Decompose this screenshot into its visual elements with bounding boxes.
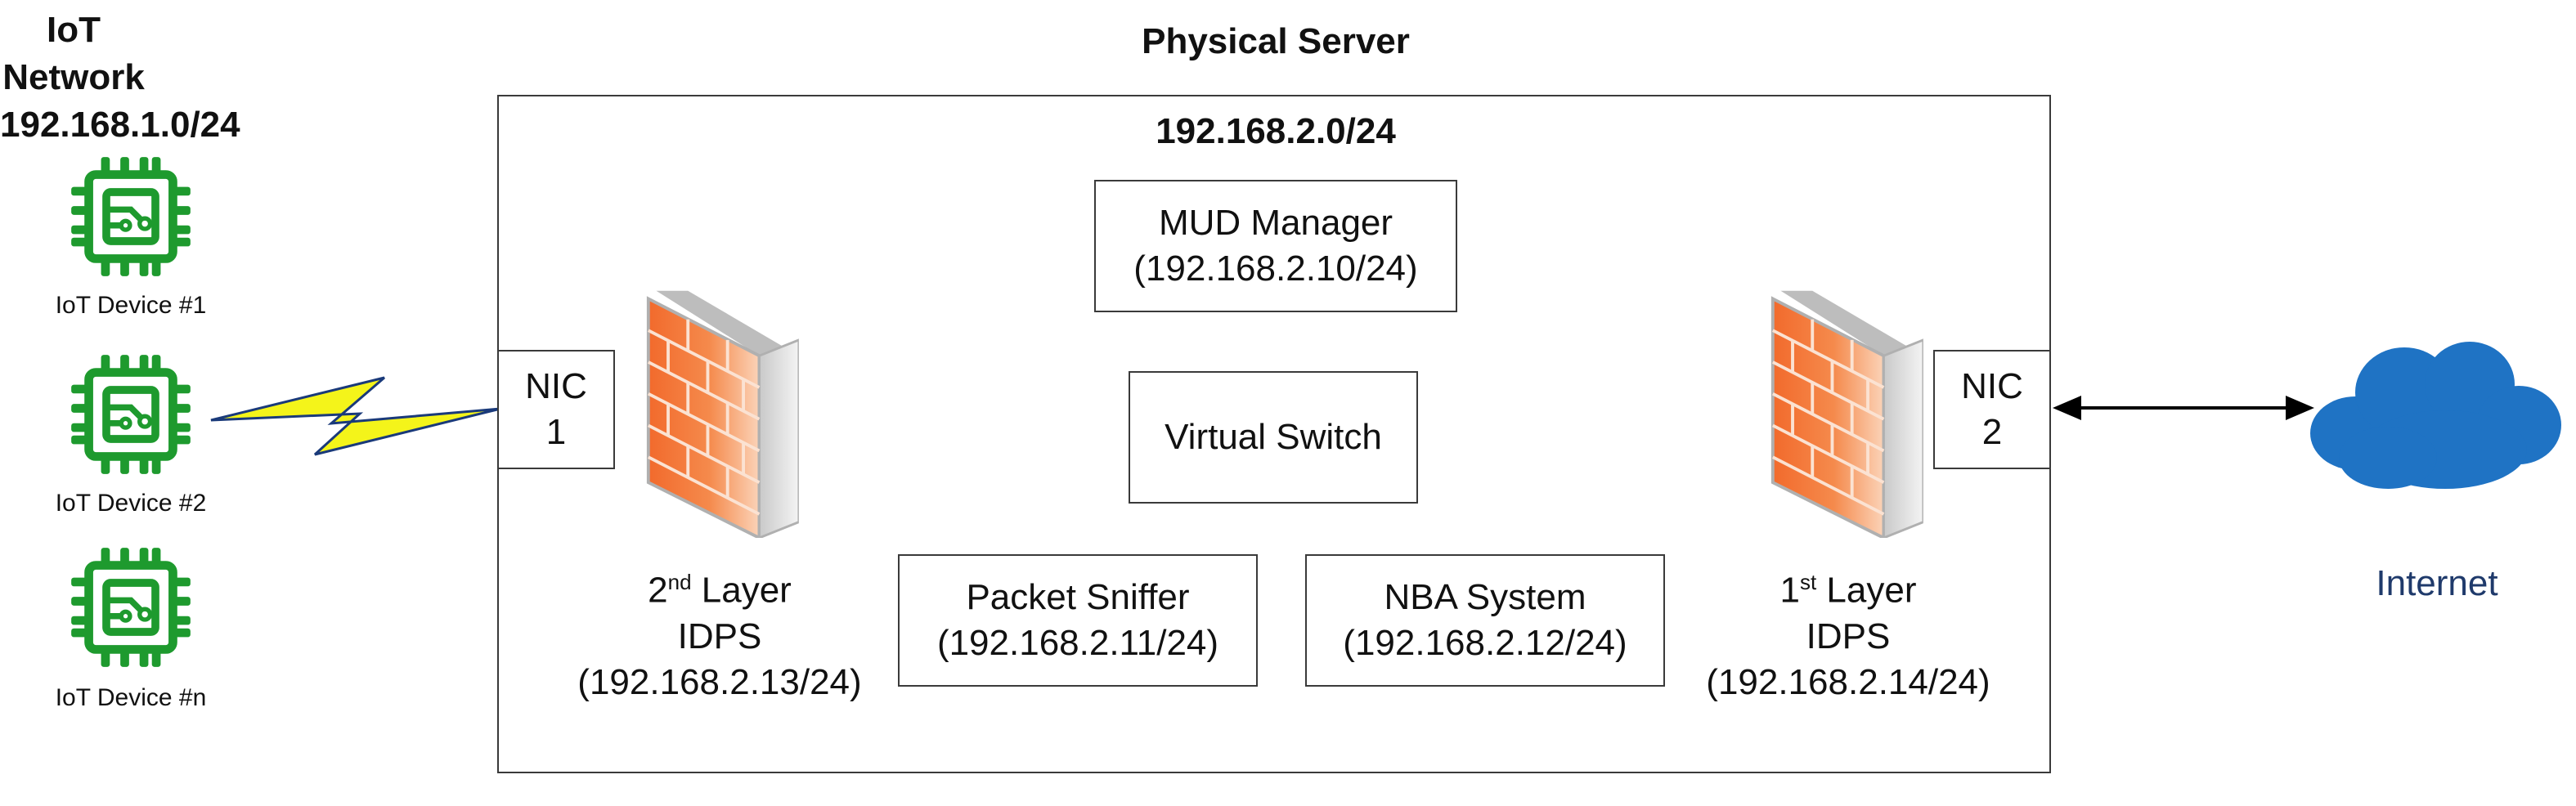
idps-2nd-layer-label: 2nd Layer IDPS (192.168.2.13/24) <box>540 559 900 705</box>
idps-2nd-name: IDPS <box>677 616 762 656</box>
idps-1st-layer-word: Layer <box>1816 570 1917 611</box>
virtual-switch-box: Virtual Switch <box>1129 371 1418 504</box>
idps-1st-ordinal: 1 <box>1779 570 1800 611</box>
idps-1st-layer-title: 1st Layer <box>1668 559 2028 614</box>
idps-2nd-layer-title: 2nd Layer <box>540 559 900 614</box>
nic-2-num: 2 <box>1981 412 2003 452</box>
idps-1st-ip: (192.168.2.14/24) <box>1706 661 1990 702</box>
mud-manager-ip: (192.168.2.10/24) <box>1133 249 1418 289</box>
nic-1-name: NIC <box>525 366 587 406</box>
iot-device-1-label: IoT Device #1 <box>55 292 207 319</box>
idps-2nd-layer-word: Layer <box>691 570 792 611</box>
internet-cloud-icon <box>2310 342 2561 489</box>
server-subnet: 192.168.2.0/24 <box>1156 111 1396 151</box>
iot-device-2-label: IoT Device #2 <box>55 490 207 517</box>
packet-sniffer-ip: (192.168.2.11/24) <box>936 623 1219 663</box>
idps-2nd-suffix: nd <box>667 570 692 594</box>
nba-system-ip: (192.168.2.12/24) <box>1343 623 1627 663</box>
iot-network-title-text: IoT Network <box>2 10 145 97</box>
packet-sniffer-name: Packet Sniffer <box>966 577 1190 617</box>
nic-2-name: NIC <box>1961 366 2023 406</box>
internet-label: Internet <box>2376 563 2498 603</box>
virtual-switch-name: Virtual Switch <box>1165 417 1382 457</box>
idps-2nd-ip: (192.168.2.13/24) <box>577 661 862 702</box>
nic-1-box: NIC 1 <box>497 350 615 469</box>
nic-2-box: NIC 2 <box>1933 350 2051 469</box>
idps-1st-name: IDPS <box>1806 616 1891 656</box>
nic-1-num: 1 <box>545 412 567 452</box>
idps-1st-layer-label: 1st Layer IDPS (192.168.2.14/24) <box>1668 559 2028 705</box>
nba-system-name: NBA System <box>1384 577 1586 617</box>
packet-sniffer-box: Packet Sniffer (192.168.2.11/24) <box>898 554 1258 687</box>
physical-server-title: Physical Server <box>1142 21 1410 61</box>
idps-1st-suffix: st <box>1799 570 1817 594</box>
iot-device-n-label: IoT Device #n <box>55 684 207 711</box>
mud-manager-box: MUD Manager (192.168.2.10/24) <box>1094 180 1457 312</box>
mud-manager-name: MUD Manager <box>1158 203 1393 243</box>
idps-2nd-ordinal: 2 <box>648 570 668 611</box>
nba-system-box: NBA System (192.168.2.12/24) <box>1305 554 1665 687</box>
